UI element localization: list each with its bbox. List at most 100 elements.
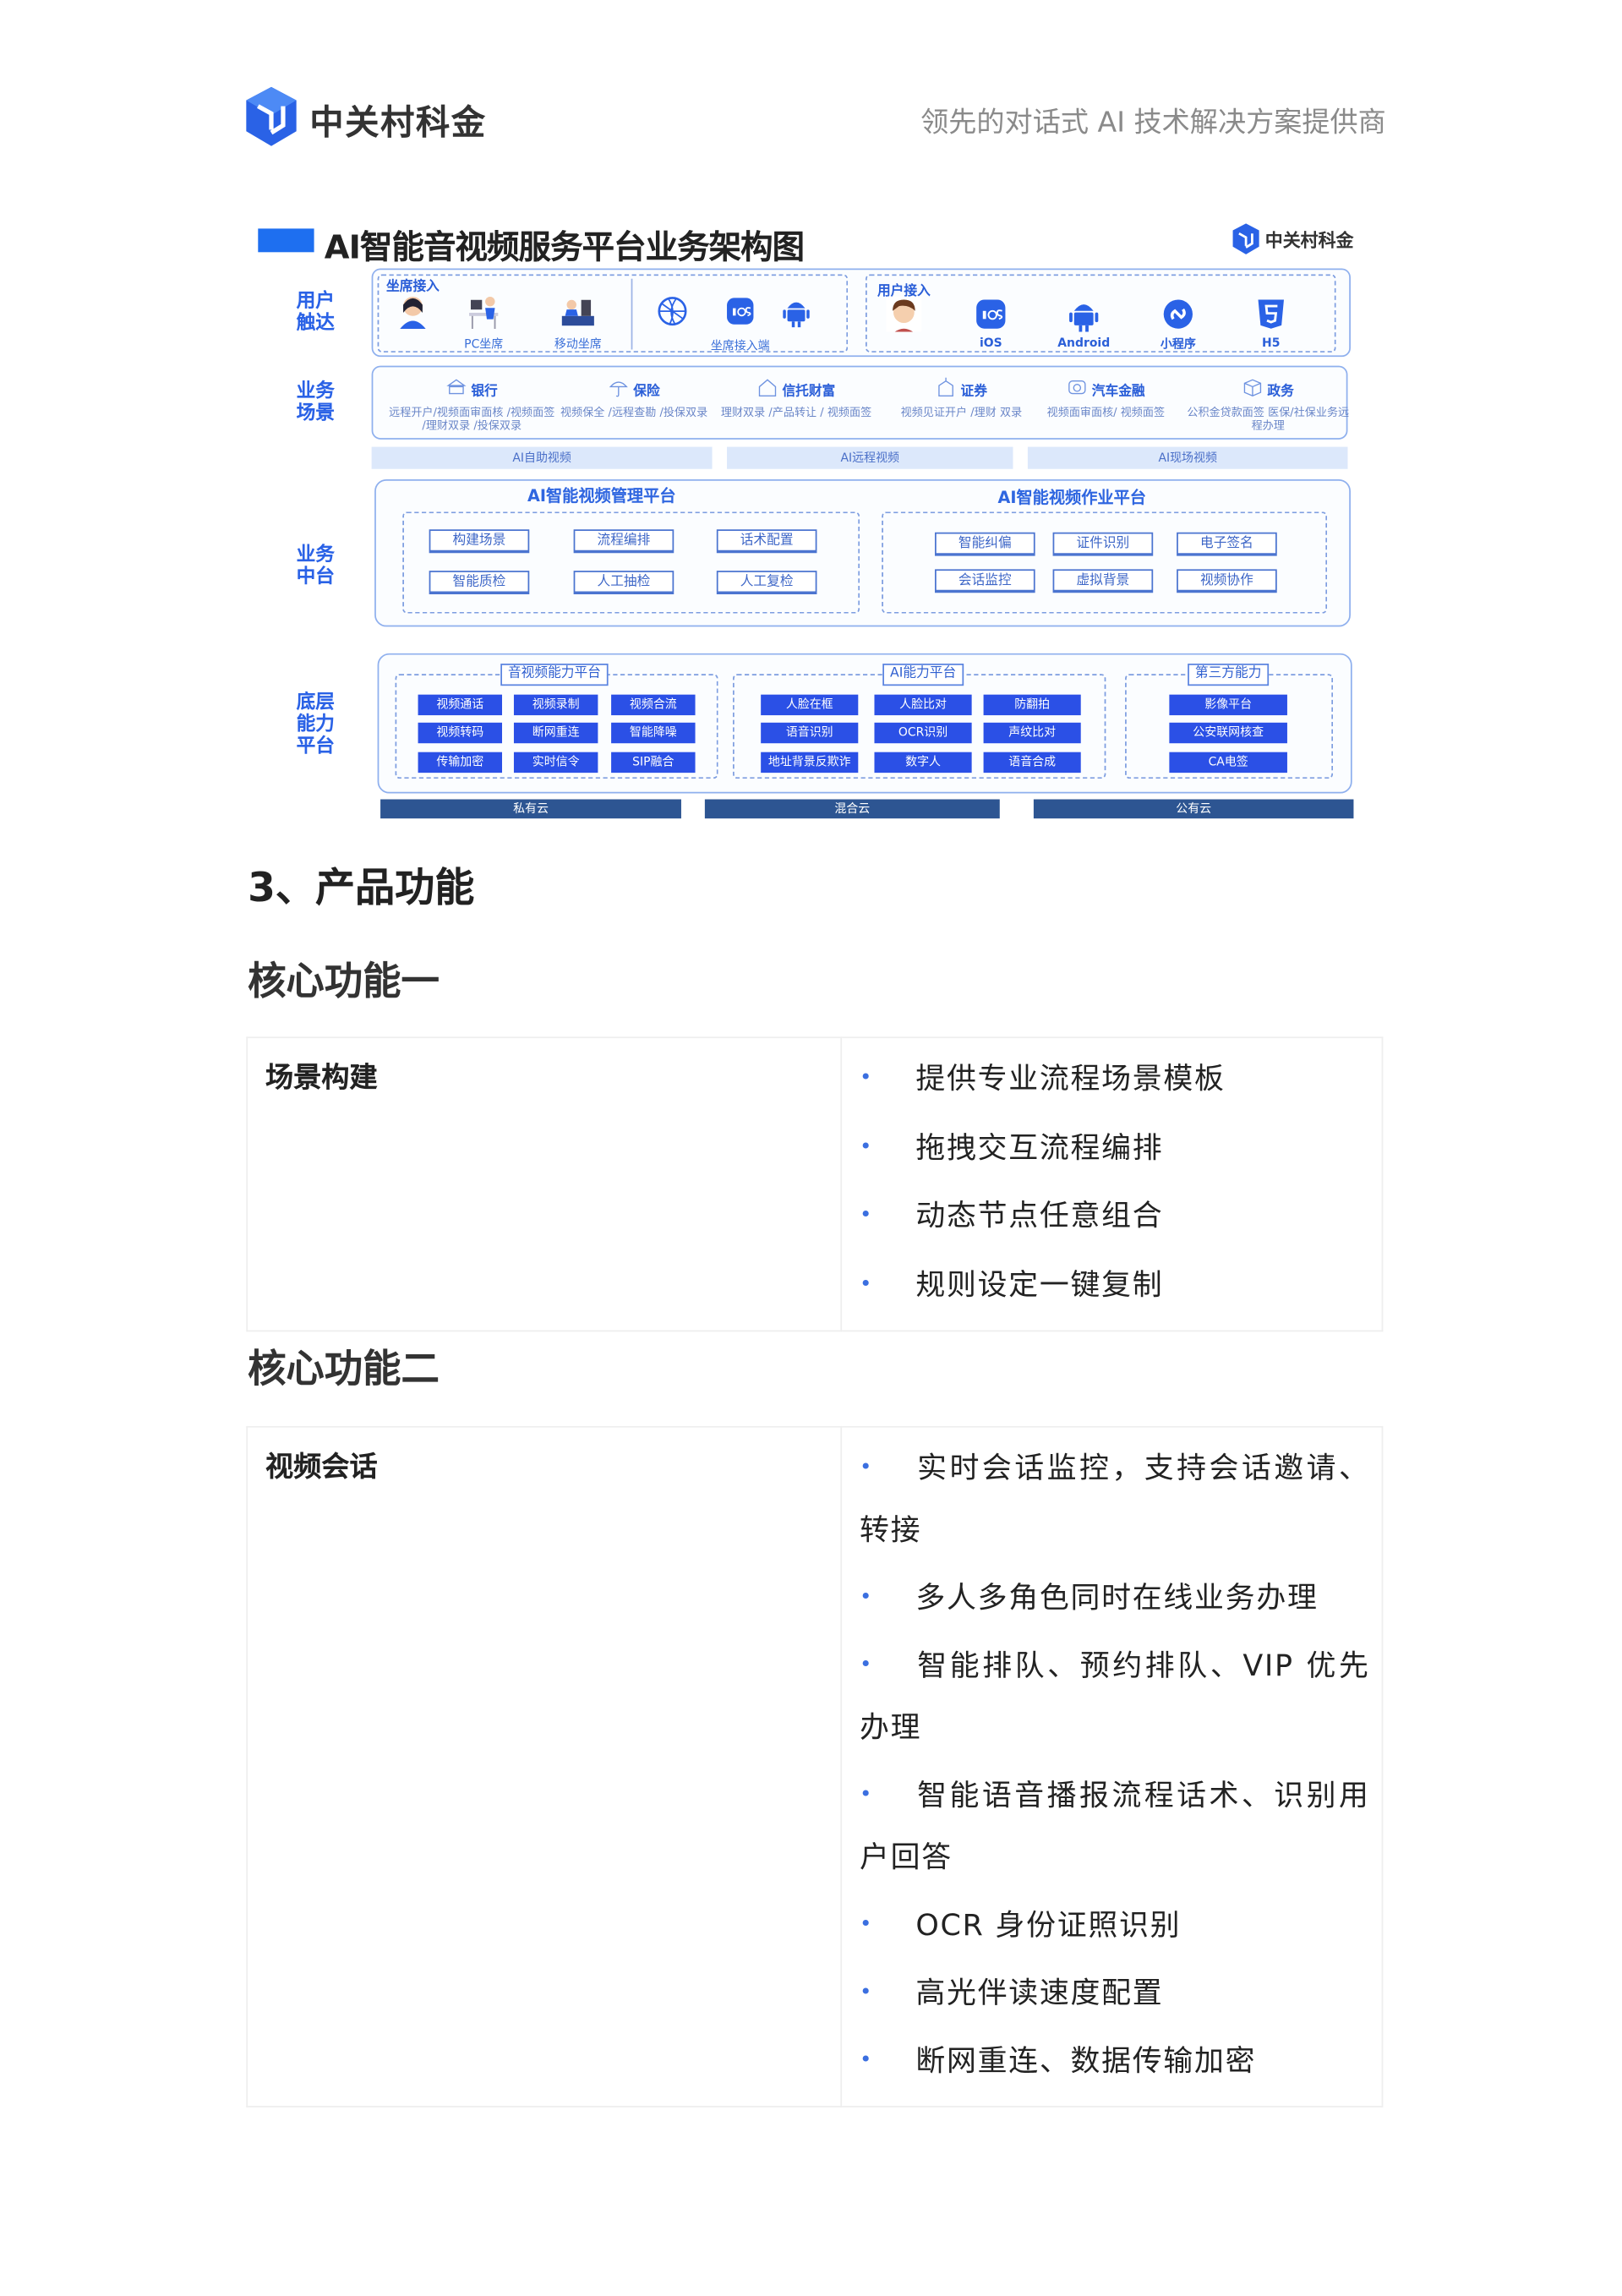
agent-access-group [377,274,849,353]
row-label: 业务 中台 [296,544,336,589]
feature-name: 视频会话 [246,1425,843,2107]
capability-cell: 人脸在框 [761,694,859,716]
ios-icon [973,297,1008,338]
capability-cell: 人脸比对 [874,694,972,716]
user-item-label: 小程序 [1160,337,1196,352]
row-label: 底层 能力 平台 [296,691,336,757]
tagline: 领先的对话式 AI 技术解决方案提供商 [920,106,1386,139]
feature-bullet-item: • 拖拽交互流程编排 [860,1116,1370,1178]
scene-desc: 视频面审面核/ 视频面签 [1046,405,1166,419]
operation-item: 智能纠偏 [935,532,1035,556]
operation-platform-title: AI智能视频作业平台 [997,488,1147,508]
bullet-icon: • [860,1271,874,1296]
capability-cell: 数字人 [874,752,972,774]
bullet-icon: • [860,1980,874,2004]
scene-name: 政务 [1267,385,1294,400]
capability-cell: 防翻拍 [983,694,1081,716]
capability-cell: 传输加密 [418,752,503,774]
feature-items: • 提供专业流程场景模板 • 拖拽交互流程编排 • 动态节点任意组合 •规则设定一键复制 [840,1036,1384,1332]
agent-access-label: 坐席接入 [386,280,440,295]
feature-bullet-item: •OCR 身份证照识别 [860,1894,1370,1955]
building-icon [936,377,956,403]
capability-cell: 公安联网核查 [1169,722,1287,744]
scene-desc: 视频保全 /远程查勘 /投保双录 [560,405,708,419]
ai-bar: AI自助视频 [371,446,713,469]
feature-item-text: 智能语音播报流程话术、识别用户回答 [860,1777,1370,1875]
html5-icon [1253,297,1289,338]
bullet-icon: • [860,1783,874,1807]
management-item: 人工抽检 [573,571,674,595]
feature-item-text: 动态节点任意组合 [915,1197,1164,1233]
feature-bullet-item: •智能排队、预约排队、VIP 优先办理 [860,1634,1370,1758]
management-item: 话术配置 [716,529,817,554]
feature-bullet-item: • 动态节点任意组合 [860,1184,1370,1246]
user-access-label: 用户接入 [877,284,931,300]
capability-cell: 视频合流 [611,694,696,716]
scene-desc: 视频见证开户 /理财 双录 [900,405,1023,419]
cloud-bar: 混合云 [704,799,1000,819]
capability-cell: 声纹比对 [983,722,1081,744]
bullet-icon: • [860,1585,874,1610]
divider [631,278,633,350]
scene-desc: 远程开户/视频面审面核 /视频面签 /理财双录 /投保双录 [389,405,555,433]
row-label: 用户 触达 [296,290,336,336]
user-access-group [866,274,1336,353]
capability-cell: 视频录制 [513,694,598,716]
feature-item-text: 实时会话监控，支持会话邀请、转接 [860,1449,1370,1547]
feature-bullet-item: •规则设定一键复制 [860,1253,1370,1315]
bank-icon [446,378,467,403]
bullet-icon: • [860,1653,874,1677]
scene-name: 证券 [960,385,987,400]
feature-item-text: 提供专业流程场景模板 [915,1060,1226,1096]
agent-item-label: PC坐席 [464,337,504,352]
user-item-label: iOS [979,336,1002,350]
feature-table-2: 视频会话 •实时会话监控，支持会话邀请、转接•多人多角色同时在线业务办理•智能排… [246,1425,1384,2107]
feature-item-text: 多人多角色同时在线业务办理 [915,1579,1319,1615]
feature-table-1: 场景构建 •提供专业流程场景模板•拖拽交互流程编排•动态节点任意组合•规则设定一… [246,1036,1384,1332]
ai-bar: AI现场视频 [1027,446,1348,469]
bullet-icon: • [860,1203,874,1227]
agent-endpoint-label: 坐席接入端 [710,339,770,353]
capability-cell: 影像平台 [1169,694,1287,716]
feature-bullet-item: •智能语音播报流程话术、识别用户回答 [860,1763,1370,1888]
user-item-label: H5 [1262,336,1281,350]
android-icon [780,295,812,333]
feature-item-text: 拖拽交互流程编排 [915,1129,1164,1165]
scene-6: 政务 [1242,378,1294,403]
bullet-icon: • [860,1134,874,1159]
capability-cell: 智能降噪 [611,722,696,744]
operation-item: 虚拟背景 [1052,569,1154,593]
user-item-label: Android [1057,336,1111,350]
capability-cell: 地址背景反欺诈 [761,752,859,774]
feature-heading-1: 核心功能一 [248,959,440,1005]
feature-item-text: 断网重连、数据传输加密 [915,2042,1257,2079]
title-marker [258,228,314,253]
scene-name: 保险 [633,385,660,400]
feature-item-text: 高光伴读速度配置 [915,1974,1164,2010]
feature-bullet-item: •实时会话监控，支持会话邀请、转接 [860,1436,1370,1561]
umbrella-icon [609,378,629,403]
scene-2: 保险 [609,378,660,403]
mobile-agent-icon [560,293,596,335]
pc-agent-icon [466,293,501,335]
scene-5: 汽车金融 [1067,378,1145,403]
feature-bullet-item: • 提供专业流程场景模板 [860,1047,1370,1109]
android-icon [1066,297,1101,338]
management-group [402,511,860,614]
user-avatar-icon [886,296,922,338]
brand-name: 中关村科金 [309,104,487,144]
row-label: 业务 场景 [296,380,336,425]
box-icon [1242,378,1263,403]
scene-4: 证券 [936,377,987,403]
scene-1: 银行 [446,378,498,403]
capability-cell: 视频转码 [418,722,503,744]
capability-cell: SIP融合 [611,752,696,774]
feature-bullet-item: • 高光伴读速度配置 [860,1961,1370,2023]
feature-item-text: OCR 身份证照识别 [915,1906,1182,1943]
business-scene-box [371,365,1348,440]
base-group-title: 第三方能力 [1188,664,1270,686]
operation-item: 会话监控 [935,569,1035,593]
globe-icon [656,295,688,333]
bullet-icon: • [860,1066,874,1091]
base-group-title: 音视频能力平台 [500,664,609,686]
